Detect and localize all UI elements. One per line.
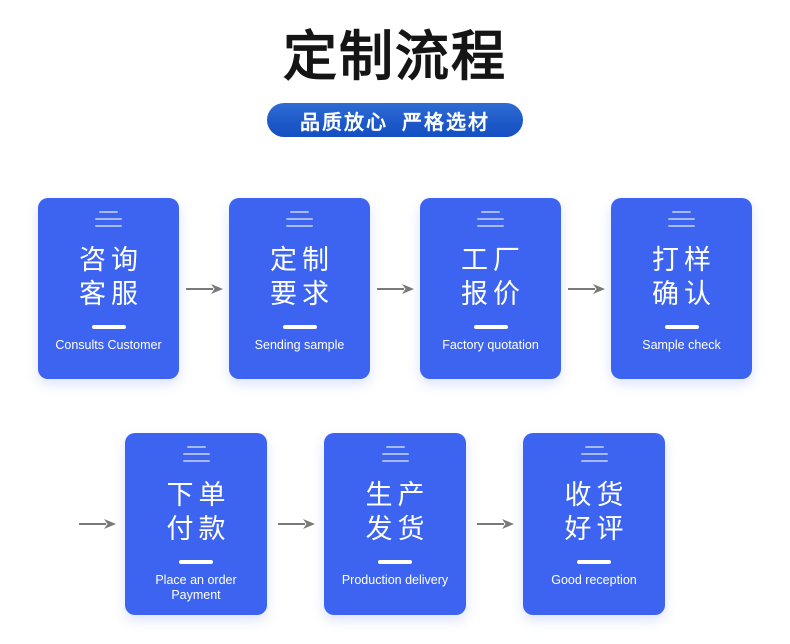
card-subtitle-en: Factory quotation — [442, 338, 539, 352]
arrow-right-icon — [186, 283, 223, 294]
flow-card-consult: 咨询 客服 Consults Customer — [38, 198, 179, 379]
banner-phrase-1: 品质放心 — [300, 111, 388, 134]
menu-lines-icon — [381, 446, 409, 462]
card-subtitle-en: Place an order Payment — [155, 573, 237, 602]
menu-lines-icon — [182, 446, 210, 462]
card-title-line2: 报价 — [461, 279, 525, 309]
card-title-line2: 确认 — [652, 279, 716, 309]
flow-step-connector — [370, 198, 420, 379]
flow-card-quotation: 工厂 报价 Factory quotation — [420, 198, 561, 379]
flow-step-connector — [466, 433, 523, 615]
card-subtitle-en: Good reception — [551, 573, 637, 587]
flow-step-connector — [179, 198, 229, 379]
card-divider — [664, 325, 699, 329]
flow-card-requirements: 定制 要求 Sending sample — [229, 198, 370, 379]
card-title-zh: 咨询 客服 — [74, 243, 143, 311]
card-subtitle-en: Sending sample — [254, 338, 345, 352]
flow-step-connector — [561, 198, 611, 379]
flow-row-1: 咨询 客服 Consults Customer 定制 要求 Sending sa… — [0, 198, 790, 379]
quality-banner: 品质放心 严格选材 — [267, 103, 523, 137]
card-title-line2: 要求 — [270, 279, 334, 309]
card-title-zh: 生产 发货 — [361, 478, 430, 546]
flow-row-2: 下单 付款 Place an order Payment 生产 发货 — [79, 433, 665, 615]
card-divider — [473, 325, 508, 329]
card-title-zh: 收货 好评 — [560, 478, 629, 546]
flow-card-order-payment: 下单 付款 Place an order Payment — [125, 433, 267, 615]
card-divider — [577, 560, 611, 564]
flow-card-production-delivery: 生产 发货 Production delivery — [324, 433, 466, 615]
arrow-right-icon — [377, 283, 414, 294]
card-divider — [378, 560, 412, 564]
card-title-line1: 定制 — [270, 245, 334, 275]
banner-phrase-2: 严格选材 — [402, 111, 490, 134]
card-divider — [91, 325, 126, 329]
card-subtitle-en: Sample check — [642, 338, 721, 352]
card-divider — [179, 560, 213, 564]
card-title-line1: 工厂 — [461, 245, 525, 275]
card-title-zh: 工厂 报价 — [456, 243, 525, 311]
menu-lines-icon — [477, 211, 505, 227]
card-title-line1: 咨询 — [79, 245, 143, 275]
flow-step-connector — [77, 518, 117, 530]
menu-lines-icon — [580, 446, 608, 462]
arrow-right-icon — [277, 519, 315, 529]
card-subtitle-en: Consults Customer — [55, 338, 162, 352]
card-title-zh: 打样 确认 — [647, 243, 716, 311]
flow-card-good-reception: 收货 好评 Good reception — [523, 433, 665, 615]
card-title-zh: 下单 付款 — [162, 478, 231, 546]
card-title-line1: 收货 — [564, 480, 629, 510]
page-title: 定制流程 — [283, 27, 507, 87]
card-divider — [282, 325, 317, 329]
arrow-right-icon — [476, 519, 514, 529]
card-title-line1: 下单 — [166, 480, 231, 510]
menu-lines-icon — [95, 211, 123, 227]
menu-lines-icon — [286, 211, 314, 227]
flow-card-sample-check: 打样 确认 Sample check — [611, 198, 752, 379]
card-title-line2: 客服 — [79, 279, 143, 309]
arrow-right-icon — [79, 519, 116, 529]
card-title-line2: 付款 — [166, 514, 231, 544]
card-title-line1: 打样 — [652, 245, 716, 275]
flow-step-connector — [267, 433, 324, 615]
card-title-line1: 生产 — [365, 480, 430, 510]
card-title-line2: 好评 — [564, 514, 629, 544]
menu-lines-icon — [668, 211, 696, 227]
flow-row-2-wrap: 下单 付款 Place an order Payment 生产 发货 — [0, 433, 790, 615]
card-subtitle-en: Production delivery — [341, 573, 449, 587]
arrow-right-icon — [568, 283, 605, 294]
card-title-line2: 发货 — [365, 514, 430, 544]
card-title-zh: 定制 要求 — [265, 243, 334, 311]
